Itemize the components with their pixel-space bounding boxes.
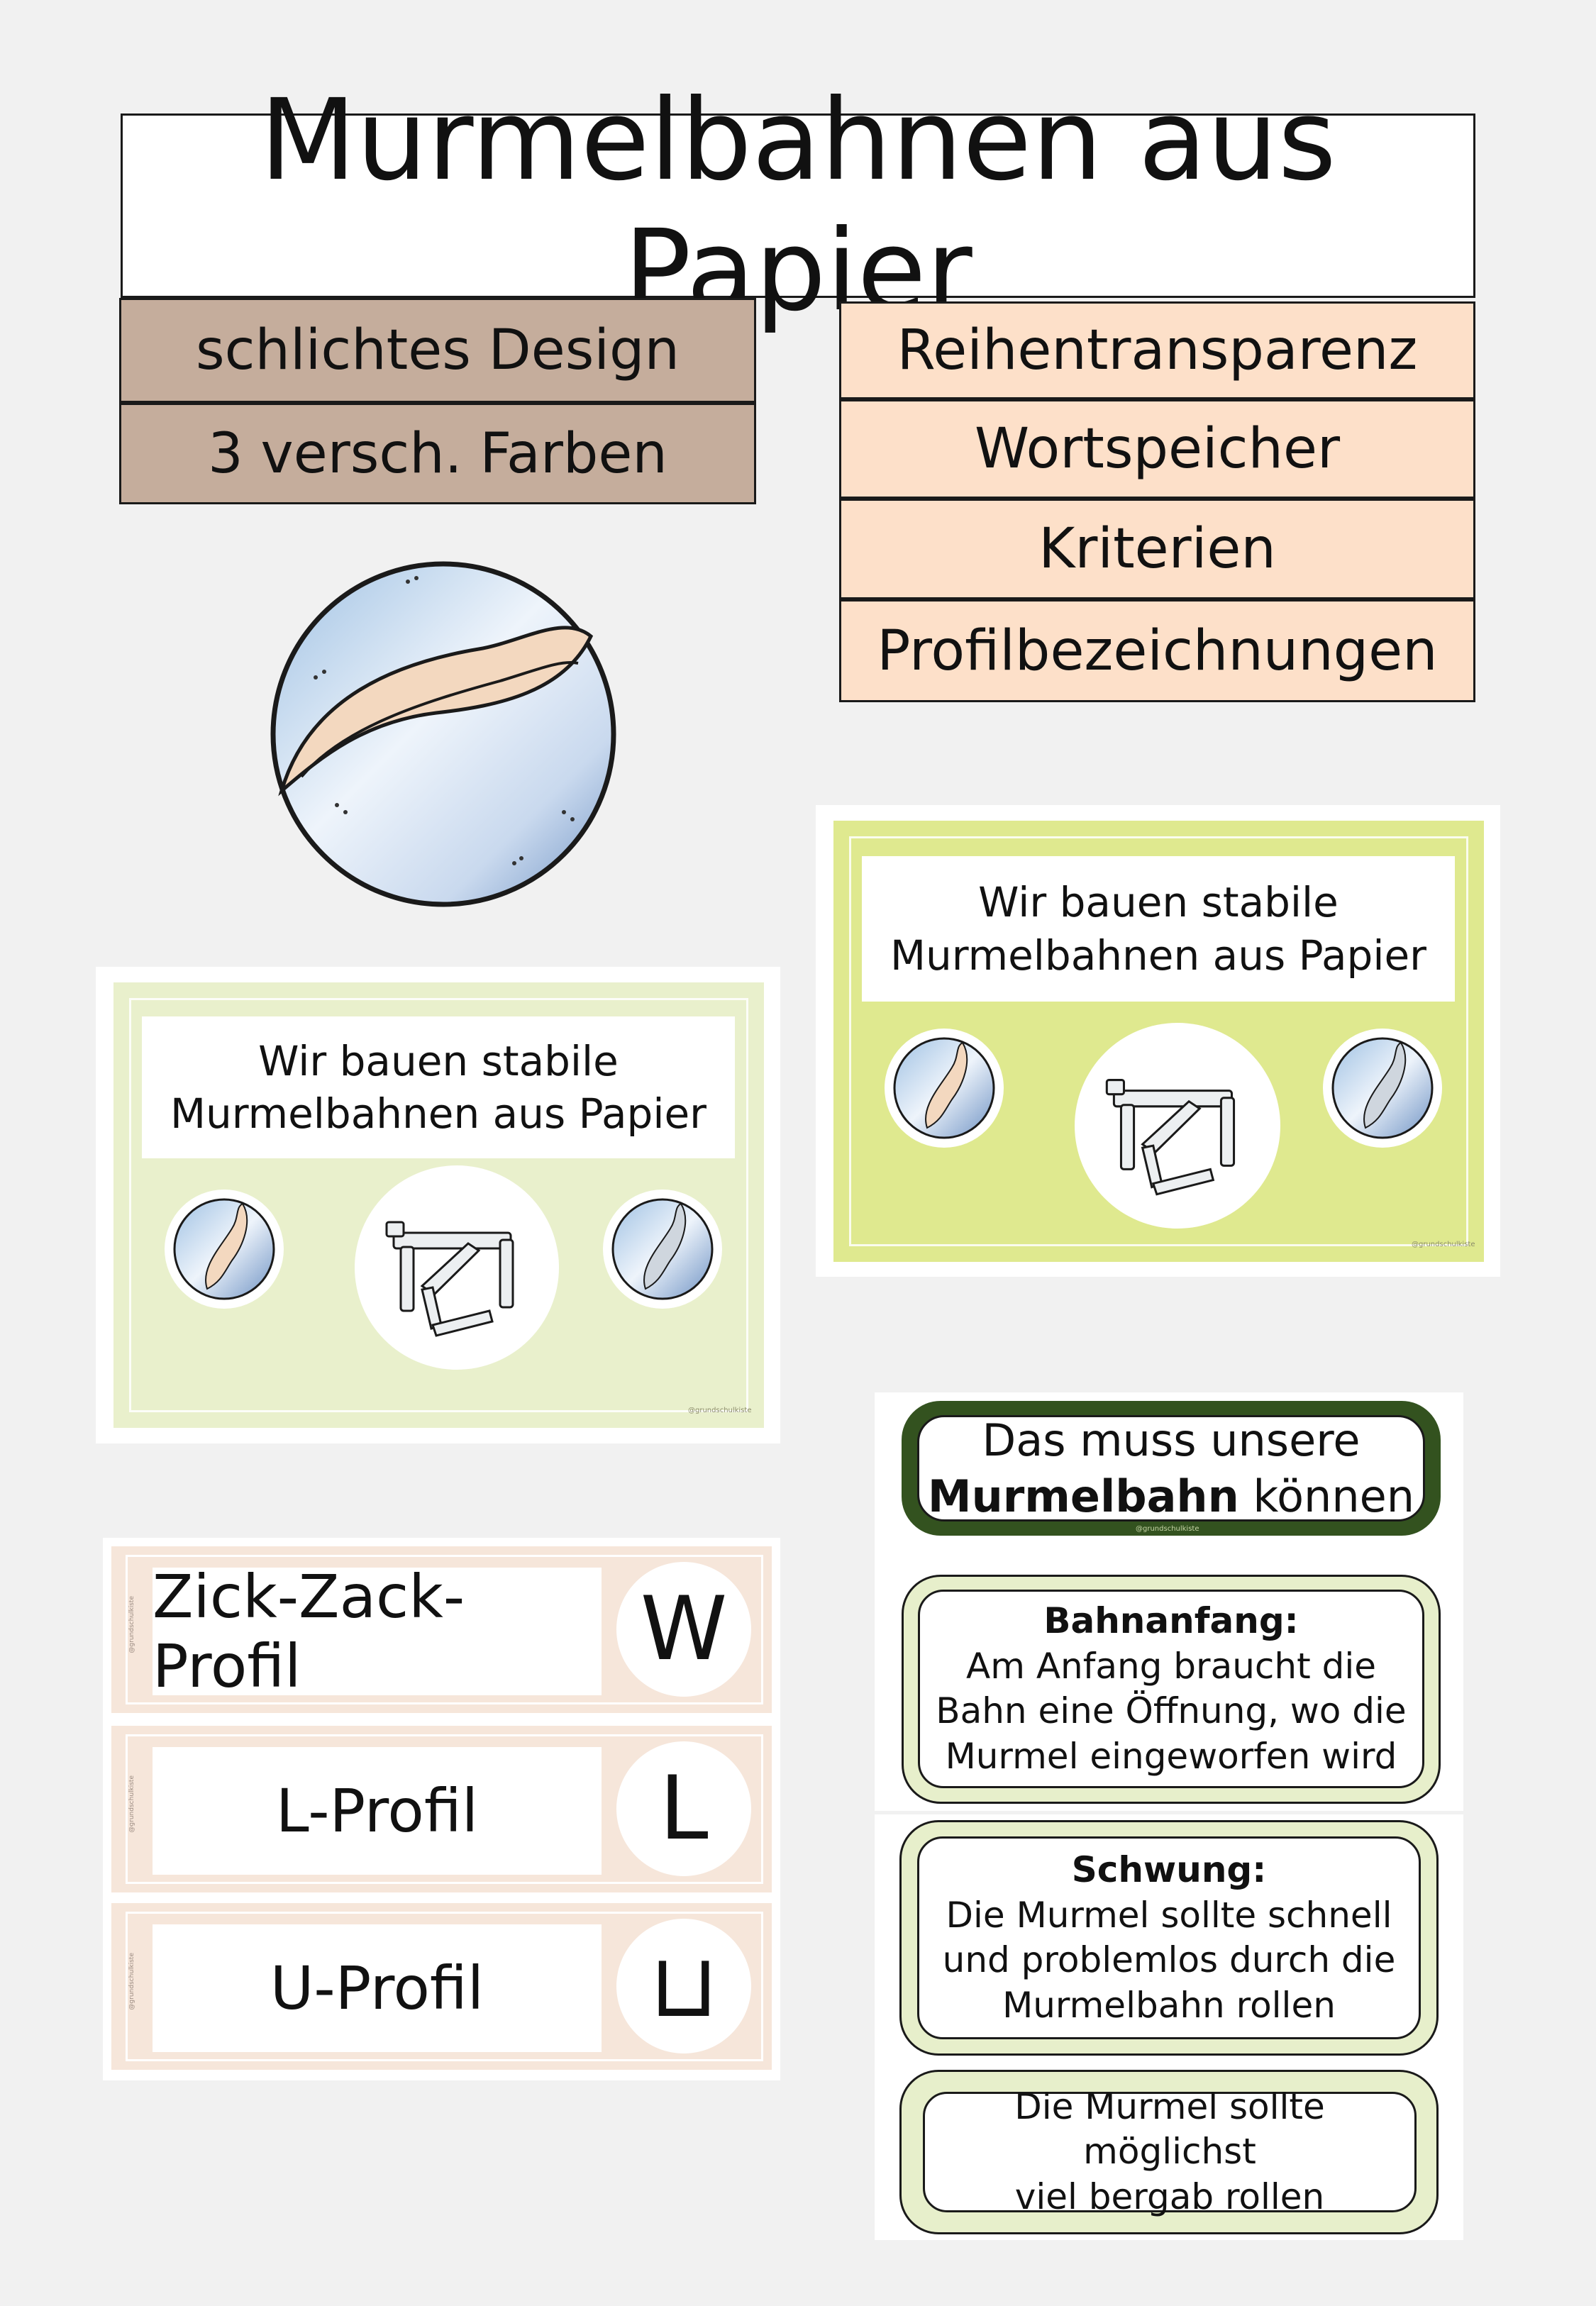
card-title: Wir bauen stabile Murmelbahnen aus Papie… (862, 856, 1455, 1002)
criteria-item-line: Am Anfang braucht die (966, 1645, 1376, 1687)
criteria-item-text: Die Murmel sollte möglichst viel bergab … (923, 2086, 1417, 2217)
profile-row-zickzack: @grundschulkiste Zick-Zack-Profil W (111, 1546, 772, 1713)
watermark: @grundschulkiste (128, 1596, 135, 1653)
criteria-item-schwung: Schwung: Die Murmel sollte schnell und p… (899, 1820, 1439, 2056)
marble-icon (270, 561, 616, 907)
profile-label: U-Profil (153, 1924, 602, 2052)
card-title-line-2: Murmelbahnen aus Papier (170, 1090, 706, 1138)
card-title-line-2: Murmelbahnen aus Papier (890, 931, 1426, 980)
feature-tag-kriterien: Kriterien (839, 499, 1475, 599)
marble-run-circle (355, 1165, 559, 1370)
profile-symbol: W (616, 1562, 751, 1697)
marble-run-icon (1105, 1079, 1236, 1196)
criteria-card-top: Das muss unsere Murmelbahn können @grund… (875, 1392, 1463, 1811)
profile-symbol: ⊔ (616, 1919, 751, 2053)
row-frame (126, 1555, 763, 1704)
criteria-item-line: Die Murmel sollte schnell (946, 1894, 1392, 1936)
marble-run-circle (1075, 1023, 1280, 1229)
criteria-item-heading: Schwung: (1071, 1849, 1267, 1890)
watermark: @grundschulkiste (1136, 1525, 1199, 1533)
criteria-item-bergab: Die Murmel sollte möglichst viel bergab … (899, 2070, 1439, 2234)
marble-icon (173, 1198, 275, 1300)
criteria-item-line: und problemlos durch die (942, 1939, 1396, 1980)
profile-row-u: @grundschulkiste U-Profil ⊔ (111, 1903, 772, 2070)
feature-tag-wortspeicher: Wortspeicher (839, 399, 1475, 499)
criteria-item-line: Murmelbahn rollen (1002, 1984, 1336, 2026)
card-title-line-1: Wir bauen stabile (978, 878, 1339, 927)
card-background: Wir bauen stabile Murmelbahnen aus Papie… (113, 982, 764, 1428)
criteria-heading: Das muss unsere Murmelbahn können (917, 1414, 1425, 1524)
card-background: Wir bauen stabile Murmelbahnen aus Papie… (833, 821, 1484, 1262)
criteria-heading-rest: können (1238, 1470, 1415, 1522)
watermark: @grundschulkiste (128, 1775, 135, 1833)
feature-tag-reihentransparenz: Reihentransparenz (839, 301, 1475, 399)
criteria-item-line: Bahn eine Öffnung, wo die (936, 1690, 1407, 1731)
card-title: Wir bauen stabile Murmelbahnen aus Papie… (142, 1016, 735, 1158)
title-card-lime: Wir bauen stabile Murmelbahnen aus Papie… (816, 805, 1500, 1277)
criteria-heading-line-1: Das muss unsere (982, 1414, 1361, 1466)
profile-label: L-Profil (153, 1747, 602, 1875)
criteria-item-heading: Bahnanfang: (1043, 1600, 1299, 1641)
row-frame (126, 1734, 763, 1884)
criteria-item-text: Schwung: Die Murmel sollte schnell und p… (917, 1836, 1421, 2039)
profile-row-l: @grundschulkiste L-Profil L (111, 1726, 772, 1892)
criteria-heading-bold: Murmelbahn (927, 1470, 1239, 1522)
criteria-item-line: Murmel eingeworfen wird (945, 1735, 1397, 1777)
row-frame (126, 1912, 763, 2061)
profile-labels-card: @grundschulkiste Zick-Zack-Profil W @gru… (103, 1538, 780, 2080)
card-title-line-1: Wir bauen stabile (258, 1036, 619, 1085)
card-frame (129, 998, 748, 1412)
profile-label: Zick-Zack-Profil (153, 1562, 602, 1701)
criteria-item-bahnanfang: Bahnanfang: Am Anfang braucht die Bahn e… (902, 1575, 1441, 1804)
feature-tag-profilbezeichnungen: Profilbezeichnungen (839, 599, 1475, 702)
watermark: @grundschulkiste (1412, 1241, 1475, 1248)
design-tag-colors: 3 versch. Farben (119, 403, 756, 504)
design-tag-simple: schlichtes Design (119, 298, 756, 403)
criteria-item-line: Die Murmel sollte möglichst (1014, 2085, 1325, 2173)
marble-circle-right (1323, 1029, 1442, 1148)
criteria-heading-frame: Das muss unsere Murmelbahn können @grund… (902, 1401, 1441, 1536)
marble-circle-left (885, 1029, 1004, 1148)
criteria-card-bottom: Schwung: Die Murmel sollte schnell und p… (875, 1814, 1463, 2240)
marble-icon (1331, 1037, 1434, 1139)
watermark: @grundschulkiste (128, 1953, 135, 2010)
criteria-item-text: Bahnanfang: Am Anfang braucht die Bahn e… (918, 1590, 1424, 1788)
criteria-item-line: viel bergab rollen (1014, 2175, 1325, 2217)
watermark: @grundschulkiste (688, 1407, 752, 1414)
marble-icon (893, 1037, 995, 1139)
card-frame (849, 836, 1468, 1246)
page-title: Murmelbahnen aus Papier (121, 75, 1475, 336)
criteria-heading-line-2: Murmelbahn können (928, 1468, 1414, 1524)
marble-circle-left (165, 1190, 284, 1309)
marble-icon (611, 1198, 714, 1300)
profile-symbol: L (616, 1741, 751, 1876)
marble-circle-right (603, 1190, 722, 1309)
marble-run-icon (385, 1221, 514, 1337)
title-card-light-green: Wir bauen stabile Murmelbahnen aus Papie… (96, 967, 780, 1443)
